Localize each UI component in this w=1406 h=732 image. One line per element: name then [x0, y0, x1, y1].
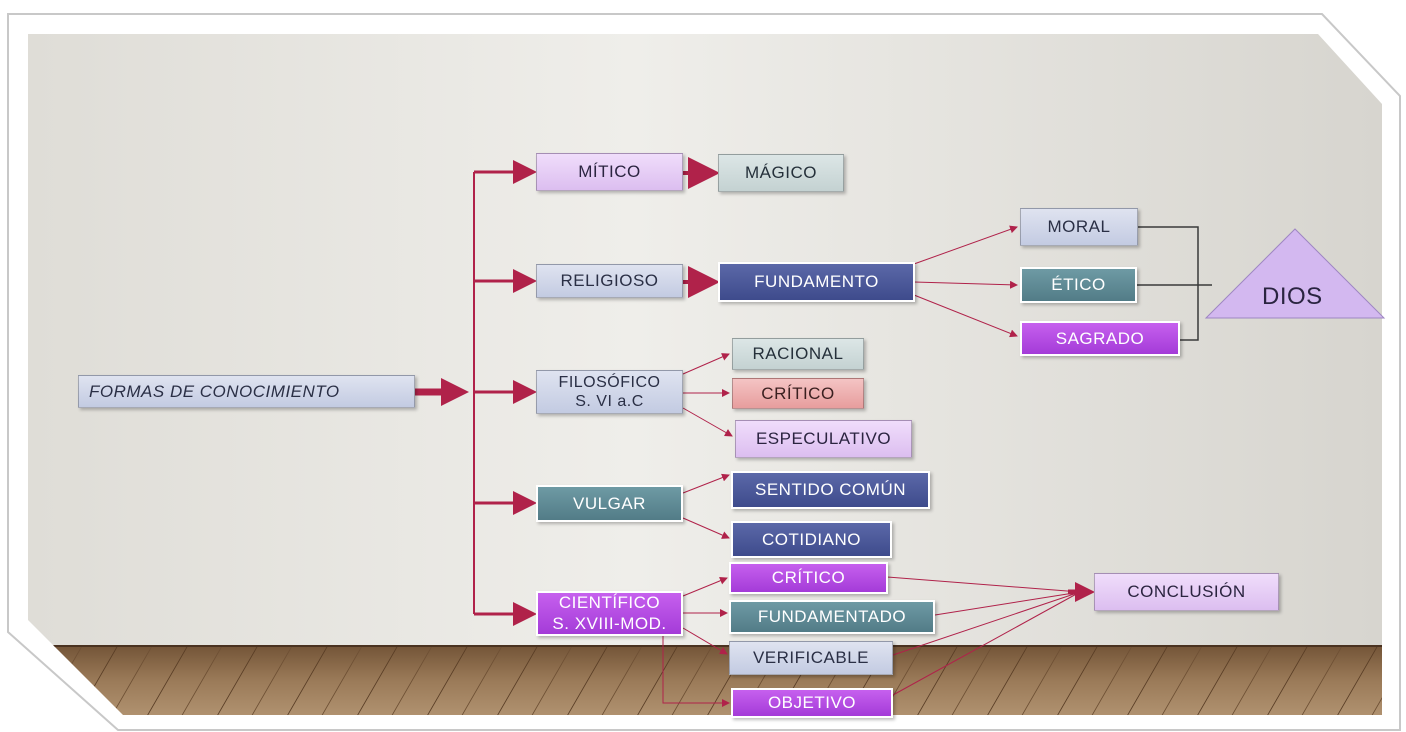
node-critico-cientifico: CRÍTICO [729, 562, 888, 594]
dios-triangle [1204, 228, 1386, 319]
node-cientifico-line1: CIENTÍFICO [558, 593, 661, 613]
node-especulativo: ESPECULATIVO [735, 420, 912, 458]
node-critico-filosofico: CRÍTICO [732, 378, 864, 409]
node-cientifico: CIENTÍFICO S. XVIII-MOD. [536, 591, 683, 636]
node-fundamento: FUNDAMENTO [718, 262, 915, 302]
wall [28, 34, 1382, 650]
node-conclusion: CONCLUSIÓN [1094, 573, 1279, 611]
node-magico: MÁGICO [718, 154, 844, 192]
node-cotidiano: COTIDIANO [731, 521, 892, 558]
node-religioso: RELIGIOSO [536, 264, 683, 298]
node-sagrado: SAGRADO [1020, 321, 1180, 356]
dios-connectors [1136, 226, 1212, 341]
node-vulgar: VULGAR [536, 485, 683, 522]
node-dios: DIOS [1262, 283, 1323, 310]
node-filosofico-line2: S. VI a.C [575, 393, 644, 410]
node-racional: RACIONAL [732, 338, 864, 370]
node-verificable: VERIFICABLE [729, 641, 893, 675]
node-formas-de-conocimiento: FORMAS DE CONOCIMIENTO [78, 375, 415, 408]
node-objetivo: OBJETIVO [731, 688, 893, 718]
node-fundamentado: FUNDAMENTADO [729, 600, 935, 634]
node-moral: MORAL [1020, 208, 1138, 246]
node-filosofico: FILOSÓFICO S. VI a.C [536, 370, 683, 414]
node-cientifico-line2: S. XVIII-MOD. [552, 613, 667, 633]
node-sentido-comun: SENTIDO COMÚN [731, 471, 930, 509]
node-etico: ÉTICO [1020, 267, 1137, 303]
node-filosofico-line1: FILOSÓFICO [558, 373, 661, 391]
node-mitico: MÍTICO [536, 153, 683, 191]
connectors [415, 157, 1095, 707]
